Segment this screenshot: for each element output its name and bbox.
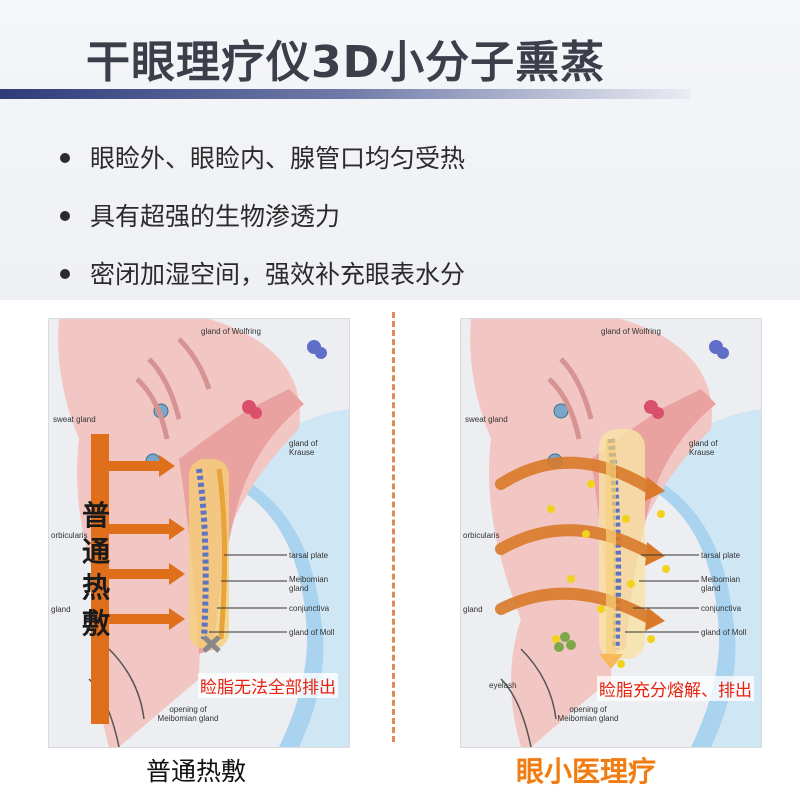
label-meibomian-gland: Meibomian gland bbox=[289, 575, 329, 593]
feature-item: 眼睑外、眼睑内、腺管口均匀受热 bbox=[60, 144, 465, 202]
eyelid-anatomy-illustration bbox=[461, 319, 761, 747]
label-gland-krause: gland of Krause bbox=[689, 439, 718, 457]
label-gland: gland bbox=[463, 605, 483, 614]
eyelid-diagram-standard: gland of Wolfring sweat gland gland of K… bbox=[48, 318, 350, 748]
feature-text: 具有超强的生物渗透力 bbox=[90, 202, 341, 231]
label-sweat-gland: sweat gland bbox=[465, 415, 508, 424]
header-band bbox=[0, 0, 800, 300]
label-opening-meibomian: opening of Meibomian gland bbox=[157, 705, 219, 723]
bullet-icon bbox=[60, 211, 70, 221]
label-meibomian-gland: Meibomian gland bbox=[701, 575, 741, 593]
label-gland-wolfring: gland of Wolfring bbox=[201, 327, 261, 336]
standard-method-vertical-label: 普通热敷 bbox=[82, 499, 111, 640]
label-tarsal-plate: tarsal plate bbox=[701, 551, 741, 560]
label-gland-moll: gland of Moll bbox=[701, 628, 747, 637]
label-conjunctiva: conjunctiva bbox=[289, 604, 330, 613]
feature-list: 眼睑外、眼睑内、腺管口均匀受热 具有超强的生物渗透力 密闭加湿空间，强效补充眼表… bbox=[60, 144, 465, 318]
caption-therapy-brand: 眼小医理疗 bbox=[516, 755, 657, 788]
therapy-result-note: 睑脂充分熔解、排出 bbox=[597, 676, 754, 701]
label-tarsal-plate: tarsal plate bbox=[289, 551, 329, 560]
feature-item: 具有超强的生物渗透力 bbox=[60, 202, 465, 260]
caption-standard-method: 普通热敷 bbox=[146, 757, 247, 786]
feature-text: 眼睑外、眼睑内、腺管口均匀受热 bbox=[90, 144, 466, 173]
label-orbicularis: orbicularis bbox=[51, 531, 88, 540]
label-eyelash: eyelash bbox=[489, 681, 517, 690]
standard-result-note: 睑脂无法全部排出 bbox=[198, 673, 338, 698]
title-underline bbox=[0, 89, 690, 99]
label-gland-wolfring: gland of Wolfring bbox=[601, 327, 661, 336]
eyelid-anatomy-illustration bbox=[49, 319, 349, 747]
bullet-icon bbox=[60, 153, 70, 163]
feature-item: 密闭加湿空间，强效补充眼表水分 bbox=[60, 260, 465, 318]
label-opening-meibomian: opening of Meibomian gland bbox=[557, 705, 619, 723]
comparison-divider bbox=[392, 312, 395, 742]
label-gland-moll: gland of Moll bbox=[289, 628, 335, 637]
label-gland: gland bbox=[51, 605, 71, 614]
label-orbicularis: orbicularis bbox=[463, 531, 500, 540]
page-title: 干眼理疗仪3D小分子熏蒸 bbox=[86, 37, 606, 88]
label-gland-krause: gland of Krause bbox=[289, 439, 318, 457]
label-sweat-gland: sweat gland bbox=[53, 415, 96, 424]
feature-text: 密闭加湿空间，强效补充眼表水分 bbox=[90, 260, 466, 289]
bullet-icon bbox=[60, 269, 70, 279]
label-conjunctiva: conjunctiva bbox=[701, 604, 742, 613]
